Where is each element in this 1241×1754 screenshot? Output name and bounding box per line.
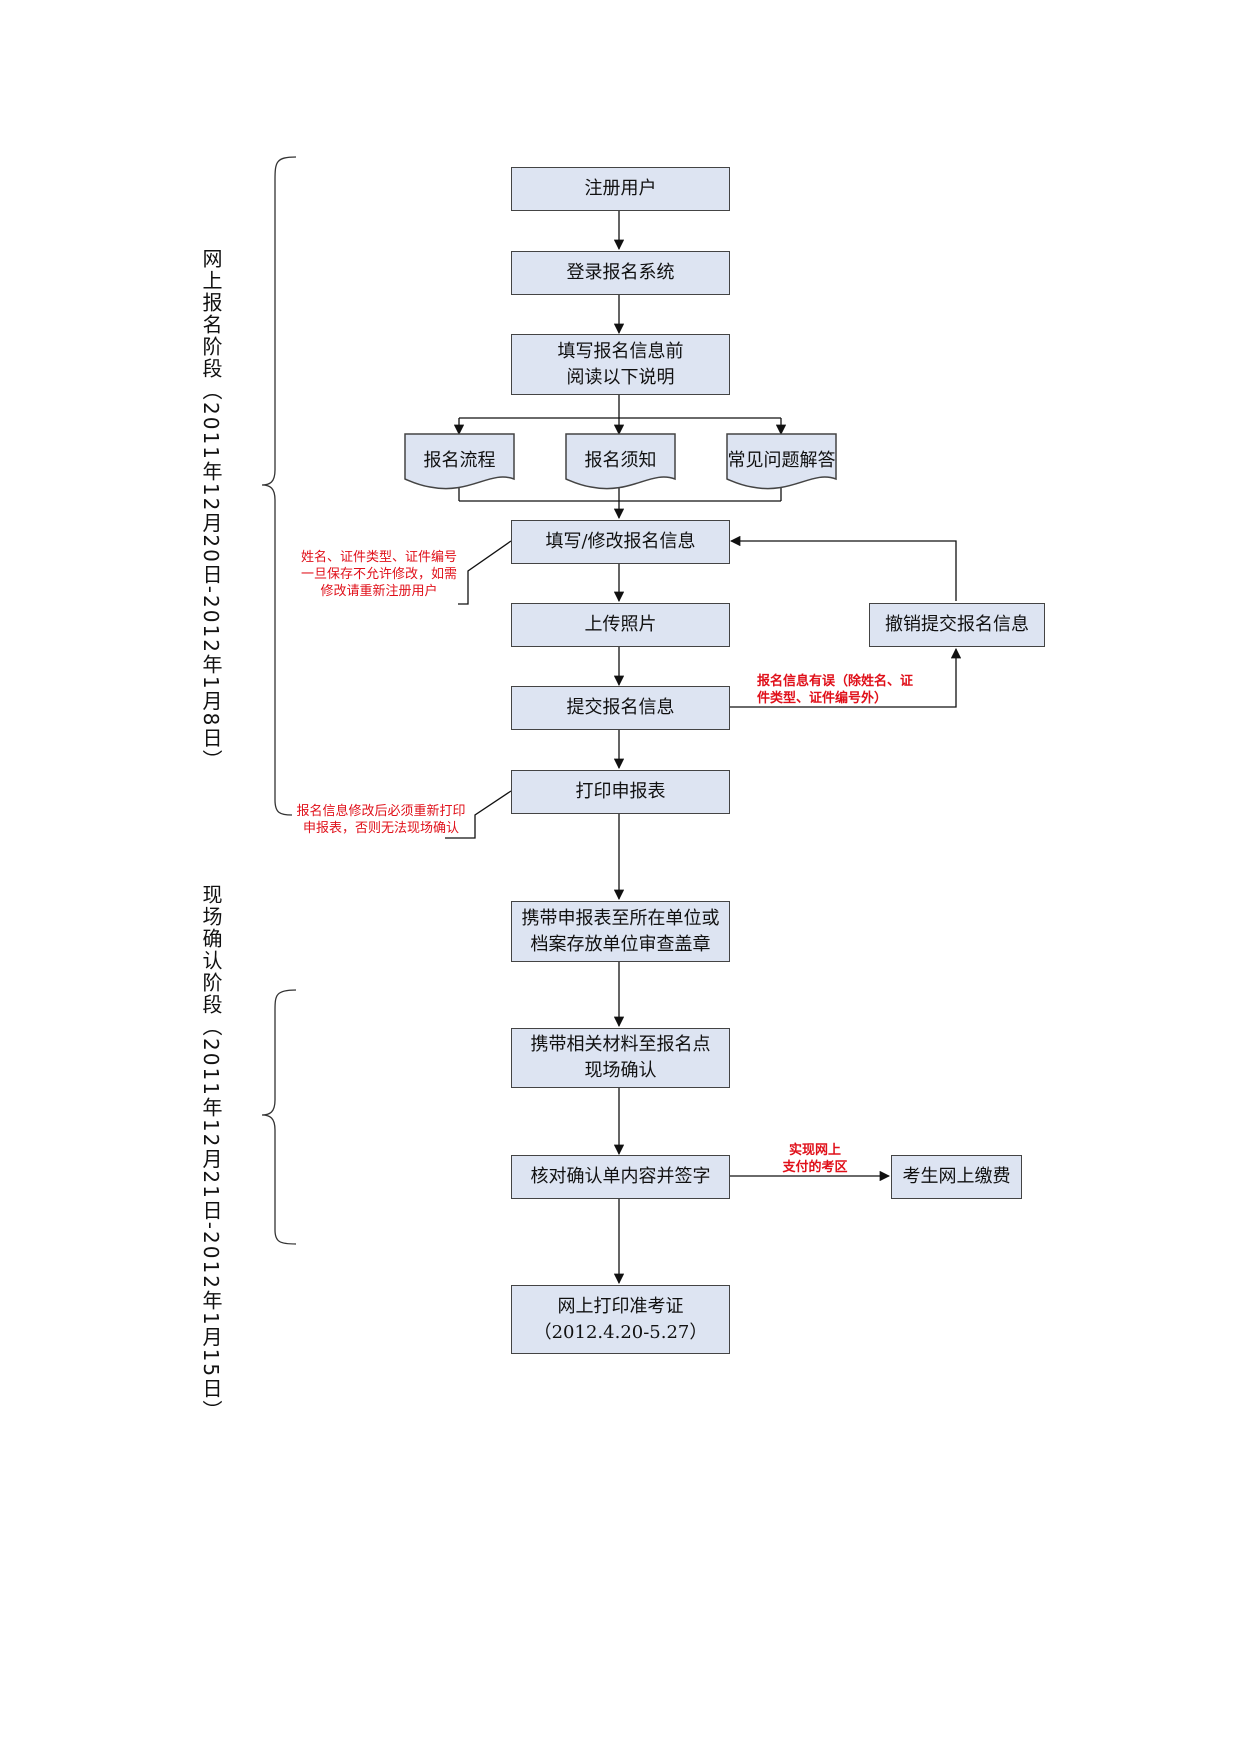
step-carry-line2: 档案存放单位审查盖章: [530, 933, 711, 955]
note-print-line1: 报名信息修改后必须重新打印: [296, 804, 466, 819]
arrow-revoke-fill: [729, 535, 957, 601]
step-login-label: 登录报名系统: [566, 262, 675, 283]
step-carry-form-stamp: 携带申报表至所在单位或 档案存放单位审查盖章: [511, 901, 730, 962]
step-print-label: 打印申报表: [575, 781, 666, 802]
stage-label-onsite: 现场确认阶段（2011年12月21日-2012年1月15日）: [199, 884, 223, 1423]
brace-onsite: [261, 989, 297, 1245]
note-error-line2: 件类型、证件编号外）: [757, 691, 888, 706]
step-read-line2: 阅读以下说明: [566, 366, 675, 388]
step-upload-photo: 上传照片: [511, 603, 730, 647]
step-verify-sign: 核对确认单内容并签字: [511, 1155, 730, 1199]
doc-flow-label: 报名流程: [423, 450, 496, 471]
doc-faq-label: 常见问题解答: [727, 450, 836, 471]
note-error-line1: 报名信息有误（除姓名、证: [757, 674, 914, 689]
step-confirm-line1: 携带相关材料至报名点: [530, 1034, 711, 1055]
step-login-system: 登录报名系统: [511, 251, 730, 295]
step-fill-label: 填写/修改报名信息: [545, 531, 696, 552]
step-register-label: 注册用户: [584, 178, 657, 199]
doc-faq: 常见问题解答: [727, 434, 836, 479]
step-revoke-submission: 撤销提交报名信息: [869, 603, 1045, 647]
callout-print-leader: [445, 790, 512, 839]
step-confirm-line2: 现场确认: [584, 1060, 657, 1081]
step-ticket-line2: （2012.4.20-5.27）: [533, 1321, 708, 1343]
note-online-pay-region: 实现网上 支付的考区: [770, 1142, 860, 1176]
step-fill-modify-info: 填写/修改报名信息: [511, 520, 730, 564]
note-print-warning: 报名信息修改后必须重新打印 申报表，否则无法现场确认: [288, 803, 474, 837]
arrow-submit-revoke: [729, 647, 962, 708]
note-fill-line3: 修改请重新注册用户: [320, 584, 438, 599]
step-submit-label: 提交报名信息: [566, 697, 675, 718]
note-print-line2: 申报表，否则无法现场确认: [302, 821, 459, 836]
step-submit-info: 提交报名信息: [511, 686, 730, 730]
note-info-error: 报名信息有误（除姓名、证 件类型、证件编号外）: [757, 673, 927, 707]
step-pay-label: 考生网上缴费: [902, 1166, 1011, 1187]
note-fill-warning: 姓名、证件类型、证件编号 一旦保存不允许修改，如需 修改请重新注册用户: [291, 549, 467, 600]
note-fill-line1: 姓名、证件类型、证件编号: [300, 550, 457, 565]
step-register-user: 注册用户: [511, 167, 730, 211]
step-verify-label: 核对确认单内容并签字: [530, 1166, 711, 1187]
doc-registration-notice: 报名须知: [566, 434, 675, 479]
doc-shape-flow: [404, 433, 515, 490]
step-upload-label: 上传照片: [584, 614, 657, 635]
doc-registration-flow: 报名流程: [405, 434, 514, 479]
callout-fill-leader: [458, 540, 512, 605]
stage-label-online: 网上报名阶段（2011年12月20日-2012年1月8日）: [199, 248, 223, 772]
step-carry-line1: 携带申报表至所在单位或: [521, 907, 720, 929]
note-pay-line2: 支付的考区: [782, 1160, 848, 1175]
step-read-line1: 填写报名信息前: [557, 340, 684, 362]
step-online-payment: 考生网上缴费: [891, 1155, 1022, 1199]
step-print-admission-ticket: 网上打印准考证 （2012.4.20-5.27）: [511, 1285, 730, 1354]
step-revoke-label: 撤销提交报名信息: [885, 614, 1029, 635]
doc-notice-label: 报名须知: [584, 450, 657, 471]
note-pay-line1: 实现网上: [788, 1143, 841, 1158]
note-fill-line2: 一旦保存不允许修改，如需: [300, 567, 457, 582]
step-print-form: 打印申报表: [511, 770, 730, 814]
doc-shape-notice: [565, 433, 676, 490]
step-ticket-line1: 网上打印准考证: [557, 1295, 684, 1317]
step-read-instructions: 填写报名信息前 阅读以下说明: [511, 334, 730, 395]
brace-online: [261, 156, 297, 816]
doc-shape-faq: [726, 433, 837, 490]
step-onsite-confirm: 携带相关材料至报名点 现场确认: [511, 1028, 730, 1088]
